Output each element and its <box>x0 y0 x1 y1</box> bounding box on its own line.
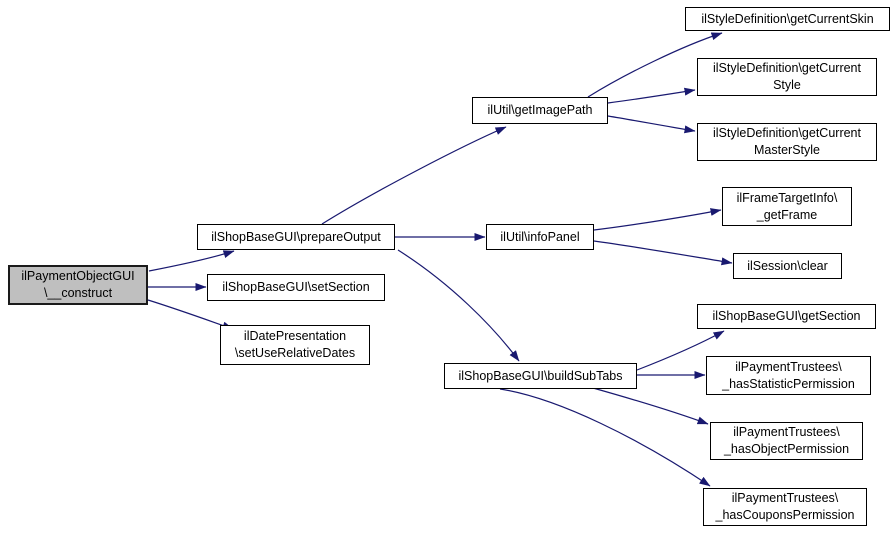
node-ilPaymentTrustees-hasCouponsPermission[interactable]: ilPaymentTrustees\ _hasCouponsPermission <box>703 488 867 526</box>
node-label-line: ilStyleDefinition\getCurrent <box>713 61 861 75</box>
node-label-line: _getFrame <box>756 207 818 222</box>
edge-buildSubTabs-to-hasObjectPermission <box>592 387 709 425</box>
node-ilStyleDefinition-getCurrentMasterStyle[interactable]: ilStyleDefinition\getCurrent MasterStyle <box>697 123 877 161</box>
node-ilPaymentTrustees-hasObjectPermission[interactable]: ilPaymentTrustees\ _hasObjectPermission <box>710 422 863 460</box>
node-label-line: ilDatePresentation <box>243 329 347 343</box>
edge-infoPanel-to-sessionClear <box>593 240 733 266</box>
node-label-line: ilStyleDefinition\getCurrent <box>713 126 861 140</box>
node-label-line: ilShopBaseGUI\buildSubTabs <box>458 368 623 383</box>
node-ilDatePresentation-setUseRelativeDates[interactable]: ilDatePresentation \setUseRelativeDates <box>220 325 370 365</box>
node-label-line: Style <box>773 78 801 92</box>
node-ilShopBaseGUI-buildSubTabs[interactable]: ilShopBaseGUI\buildSubTabs <box>444 363 637 389</box>
node-label-line: ilSession\clear <box>747 258 828 273</box>
node-label-line: ilUtil\infoPanel <box>500 229 580 244</box>
edge-getImagePath-to-getCurrentMasterStyle <box>607 115 696 134</box>
node-ilSession-clear[interactable]: ilSession\clear <box>733 253 842 279</box>
node-label-line: ilStyleDefinition\getCurrentSkin <box>701 11 874 26</box>
edge-getImagePath-to-getCurrentStyle <box>607 87 696 104</box>
node-label-line: \__construct <box>43 286 113 300</box>
edge-prepareOutput-to-buildSubTabs <box>397 249 520 362</box>
node-ilShopBaseGUI-prepareOutput[interactable]: ilShopBaseGUI\prepareOutput <box>197 224 395 250</box>
node-ilPaymentTrustees-hasStatisticPermission[interactable]: ilPaymentTrustees\ _hasStatisticPermissi… <box>706 356 871 395</box>
edge-construct-to-prepareOutput <box>148 250 235 272</box>
node-ilShopBaseGUI-getSection[interactable]: ilShopBaseGUI\getSection <box>697 304 876 329</box>
node-label-line: ilPaymentTrustees\ <box>733 425 840 439</box>
node-ilShopBaseGUI-setSection[interactable]: ilShopBaseGUI\setSection <box>207 274 385 301</box>
node-label-line: ilUtil\getImagePath <box>487 103 593 117</box>
edge-infoPanel-to-getFrame <box>593 208 722 231</box>
node-label-line: _hasObjectPermission <box>723 442 850 456</box>
node-label-line: ilPaymentObjectGUI <box>21 269 135 283</box>
edge-prepareOutput-to-getImagePath <box>321 126 507 225</box>
node-ilStyleDefinition-getCurrentSkin[interactable]: ilStyleDefinition\getCurrentSkin <box>685 7 890 31</box>
node-ilUtil-infoPanel[interactable]: ilUtil\infoPanel <box>486 224 594 250</box>
node-label-line: \setUseRelativeDates <box>234 346 356 360</box>
node-label-line: ilPaymentTrustees\ <box>731 491 839 505</box>
node-ilPaymentObjectGUI-construct: ilPaymentObjectGUI \__construct <box>8 265 148 305</box>
node-label-line: ilShopBaseGUI\prepareOutput <box>211 229 381 244</box>
node-label-line: ilFrameTargetInfo\ <box>736 190 838 205</box>
node-label-line: _hasStatisticPermission <box>722 376 855 391</box>
node-label-line: ilPaymentTrustees\ <box>735 359 842 374</box>
edge-getImagePath-to-getCurrentSkin <box>587 32 723 98</box>
node-label-line: _hasCouponsPermission <box>715 508 855 522</box>
node-ilFrameTargetInfo-getFrame[interactable]: ilFrameTargetInfo\ _getFrame <box>722 187 852 226</box>
node-ilUtil-getImagePath[interactable]: ilUtil\getImagePath <box>472 97 608 124</box>
node-label-line: MasterStyle <box>754 143 820 157</box>
node-label-line: ilShopBaseGUI\getSection <box>712 309 861 323</box>
node-ilStyleDefinition-getCurrentStyle[interactable]: ilStyleDefinition\getCurrent Style <box>697 58 877 96</box>
edge-buildSubTabs-to-getSection <box>636 330 725 371</box>
edge-buildSubTabs-to-hasCouponsPermission <box>499 388 711 487</box>
node-label-line: ilShopBaseGUI\setSection <box>222 280 370 294</box>
